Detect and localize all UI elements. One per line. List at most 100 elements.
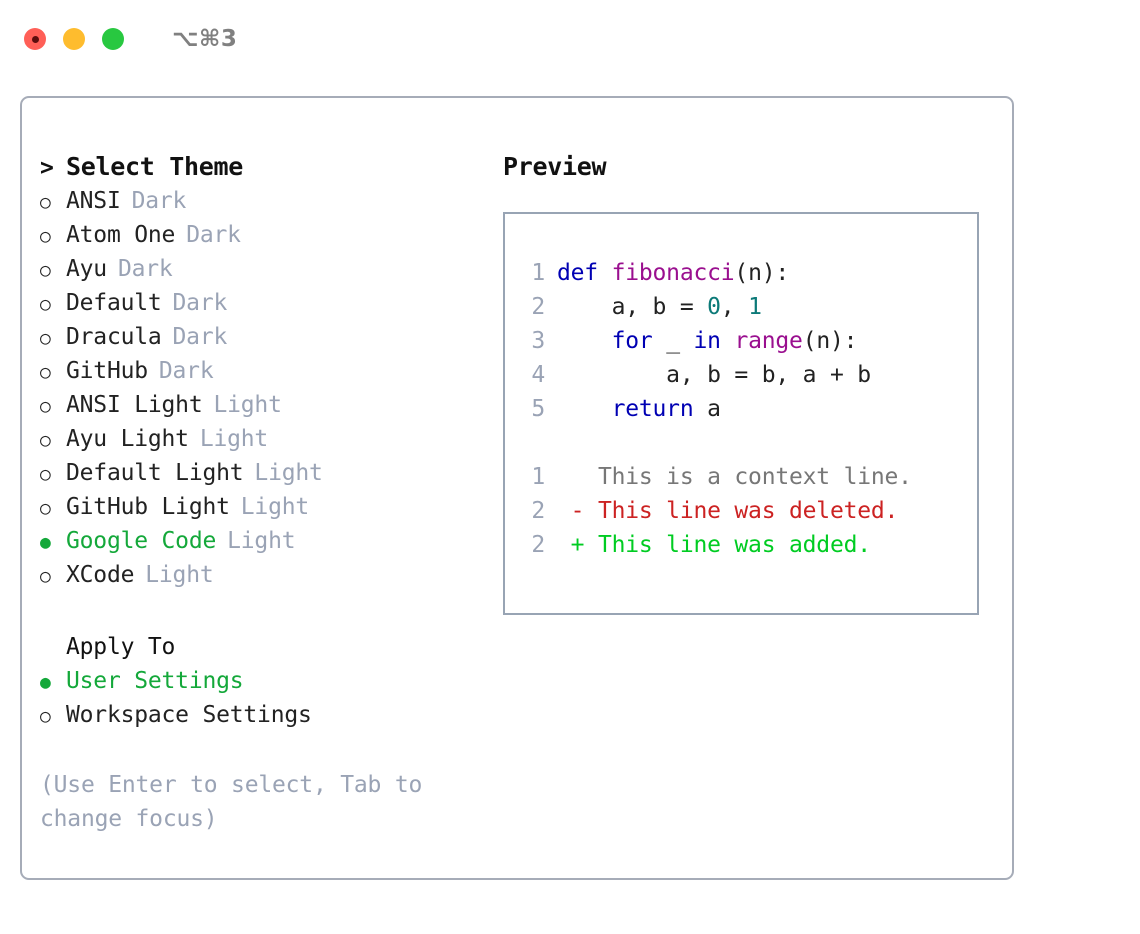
- code-token-kw: def: [557, 260, 612, 286]
- line-number: 2: [531, 294, 545, 320]
- keyboard-hint-text: (Use Enter to select, Tab to change focu…: [40, 772, 436, 832]
- line-number: 5: [531, 396, 545, 422]
- code-token-kw: return: [611, 396, 694, 422]
- diff-line: 1 This is a context line.: [515, 460, 971, 494]
- line-number: 2: [531, 532, 545, 558]
- code-token-add: + This line was added.: [557, 532, 871, 558]
- preview-title: Preview: [503, 152, 607, 181]
- theme-variant-tag: Dark: [172, 324, 228, 350]
- diff-line: 2 + This line was added.: [515, 528, 971, 562]
- theme-variant-tag: Light: [240, 494, 310, 520]
- radio-unselected-icon: ○: [40, 430, 51, 451]
- theme-option-label: Google Code: [66, 528, 217, 554]
- minimize-window-button[interactable]: [63, 28, 85, 50]
- theme-variant-tag: Dark: [117, 256, 173, 282]
- theme-option-ayu-light[interactable]: ○ Ayu Light Light: [40, 422, 480, 456]
- diff-line: 2 - This line was deleted.: [515, 494, 971, 528]
- apply-to-heading: Apply To: [66, 634, 176, 660]
- line-number: 2: [531, 498, 545, 524]
- theme-option-label: ANSI: [66, 188, 121, 214]
- theme-variant-tag: Light: [213, 392, 282, 418]
- line-number: 1: [531, 464, 545, 490]
- prompt-caret-icon: >: [40, 155, 54, 181]
- code-token-kw: for: [611, 328, 653, 354]
- theme-option-label: Ayu: [66, 256, 107, 282]
- radio-unselected-icon: ○: [40, 362, 51, 383]
- radio-unselected-icon: ○: [40, 706, 51, 727]
- window-controls: [24, 28, 124, 50]
- title-bar: ⌥⌘3: [0, 0, 1140, 78]
- radio-unselected-icon: ○: [40, 294, 51, 315]
- radio-unselected-icon: ○: [40, 328, 51, 349]
- theme-option-label: GitHub: [66, 358, 148, 384]
- radio-selected-icon: ●: [40, 532, 51, 553]
- code-token-fn: range: [734, 328, 803, 354]
- theme-variant-tag: Dark: [172, 290, 228, 316]
- apply-to-option-workspace-settings[interactable]: ○ Workspace Settings: [40, 698, 480, 732]
- line-number: 3: [531, 328, 545, 354]
- code-line: 3 for _ in range(n):: [515, 324, 971, 358]
- code-text: for _ in range(n):: [557, 324, 858, 358]
- theme-option-label: Default: [66, 290, 162, 316]
- code-token-plain: a: [693, 396, 721, 422]
- theme-option-label: ANSI Light: [66, 392, 203, 418]
- code-token-plain: (n):: [734, 260, 790, 286]
- code-token-plain: (n):: [802, 328, 858, 354]
- code-token-plain: [721, 328, 735, 354]
- apply-to-option-label: Workspace Settings: [66, 702, 312, 728]
- code-token-plain: _: [652, 328, 694, 354]
- code-token-fn: fibonacci: [611, 260, 735, 286]
- theme-option-google-code[interactable]: ● Google Code Light: [40, 524, 480, 558]
- code-text: - This line was deleted.: [557, 494, 899, 528]
- radio-unselected-icon: ○: [40, 226, 51, 247]
- code-token-kw: in: [693, 328, 721, 354]
- code-text: a, b = 0, 1: [557, 290, 762, 324]
- code-text: def fibonacci(n):: [557, 256, 789, 290]
- preview-spacer: [515, 426, 971, 460]
- theme-option-ayu[interactable]: ○ Ayu Dark: [40, 252, 480, 286]
- close-window-button[interactable]: [24, 28, 46, 50]
- theme-option-label: Ayu Light: [66, 426, 189, 452]
- theme-option-default[interactable]: ○ Default Dark: [40, 286, 480, 320]
- maximize-window-button[interactable]: [102, 28, 124, 50]
- code-token-plain: ,: [720, 294, 749, 320]
- theme-option-github-light[interactable]: ○ GitHub Light Light: [40, 490, 480, 524]
- theme-option-label: Default Light: [66, 460, 244, 486]
- keyboard-shortcut-label: ⌥⌘3: [172, 26, 238, 52]
- code-line: 2 a, b = 0, 1: [515, 290, 971, 324]
- code-text: return a: [557, 392, 721, 426]
- line-number: 4: [531, 362, 545, 388]
- theme-variant-tag: Light: [227, 528, 296, 554]
- code-text: This is a context line.: [557, 460, 912, 494]
- code-token-ctx: This is a context line.: [557, 464, 912, 490]
- select-theme-header: > Select Theme: [40, 150, 480, 184]
- theme-option-label: GitHub Light: [66, 494, 230, 520]
- theme-variant-tag: Dark: [131, 188, 187, 214]
- code-token-num: 1: [748, 294, 762, 320]
- radio-unselected-icon: ○: [40, 192, 51, 213]
- code-token-plain: [557, 396, 612, 422]
- radio-unselected-icon: ○: [40, 498, 51, 519]
- apply-to-option-user-settings[interactable]: ●User Settings: [40, 664, 480, 698]
- theme-variant-tag: Light: [199, 426, 269, 452]
- theme-option-label: Atom One: [66, 222, 176, 248]
- code-text: + This line was added.: [557, 528, 871, 562]
- code-token-del: - This line was deleted.: [557, 498, 899, 524]
- page-title: Select Theme: [66, 152, 244, 181]
- apply-to-section: Apply To ●User Settings ○ Workspace Settin…: [40, 630, 480, 732]
- radio-unselected-icon: ○: [40, 260, 51, 281]
- theme-option-ansi[interactable]: ○ ANSI Dark: [40, 184, 480, 218]
